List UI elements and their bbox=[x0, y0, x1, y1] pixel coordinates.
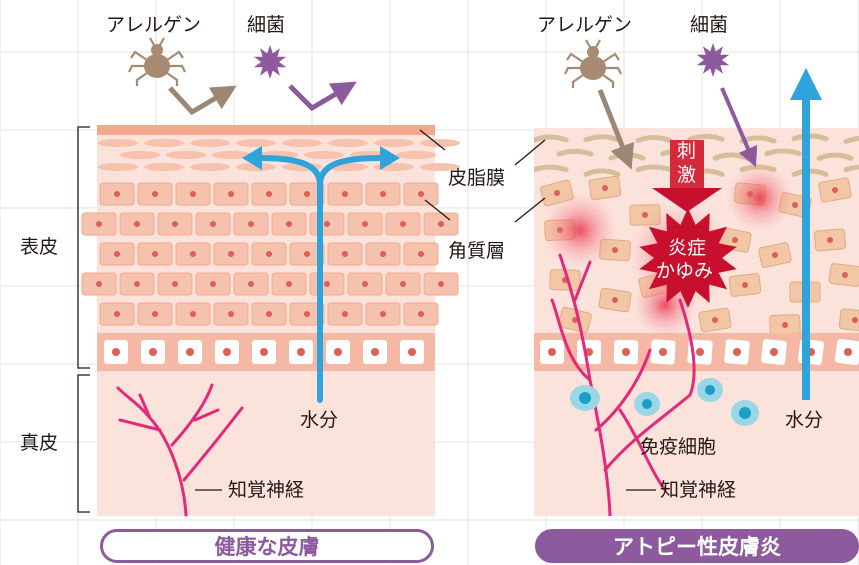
itch-label: かゆみ bbox=[656, 260, 714, 282]
water-label: 水分 bbox=[300, 409, 339, 431]
sebum-film-layer bbox=[97, 125, 435, 135]
nerve-icon bbox=[116, 383, 244, 517]
burst-icon bbox=[639, 208, 737, 308]
stimulus-arrow-icon bbox=[652, 140, 722, 212]
nerve-icon bbox=[550, 253, 696, 516]
stratum-corneum-label: 角質層 bbox=[448, 240, 506, 262]
sensory-nerve-label: 知覚神経 bbox=[228, 479, 305, 501]
healthy-skin-panel bbox=[77, 37, 460, 517]
bacteria-label: 細菌 bbox=[690, 14, 729, 36]
bacteria-label: 細菌 bbox=[247, 14, 286, 36]
basal-cells bbox=[104, 340, 424, 364]
healthy-skin-badge: 健康な皮膚 bbox=[100, 529, 434, 563]
epidermis-label: 表皮 bbox=[20, 236, 59, 258]
arrow-icon bbox=[597, 89, 635, 170]
mite-icon bbox=[564, 39, 622, 88]
stratum-cells bbox=[81, 182, 459, 326]
sebum-film-label: 皮脂膜 bbox=[448, 167, 506, 189]
allergen-label: アレルゲン bbox=[537, 14, 633, 36]
water-label: 水分 bbox=[785, 409, 824, 431]
sensory-nerve-label: 知覚神経 bbox=[660, 479, 737, 501]
arrow-icon bbox=[720, 87, 758, 168]
immune-cells-label: 免疫細胞 bbox=[640, 436, 717, 458]
stimulus-label: 激 bbox=[677, 164, 697, 186]
flat-cells bbox=[98, 139, 460, 171]
bacteria-star-icon bbox=[253, 45, 287, 79]
bacteria-star-icon bbox=[696, 43, 730, 77]
arrow-icon bbox=[168, 85, 237, 116]
allergen-label: アレルゲン bbox=[106, 14, 202, 36]
water-arrow-icon bbox=[257, 155, 383, 403]
mite-icon bbox=[128, 37, 186, 86]
atopic-dermatitis-badge: アトピー性皮膚炎 bbox=[535, 529, 859, 563]
stimulus-label: 刺 bbox=[677, 140, 697, 162]
inflammation-label: 炎症 bbox=[668, 237, 707, 259]
dermis-label: 真皮 bbox=[20, 432, 59, 454]
immune-cell-icon bbox=[570, 378, 759, 426]
arrow-icon bbox=[288, 81, 357, 112]
